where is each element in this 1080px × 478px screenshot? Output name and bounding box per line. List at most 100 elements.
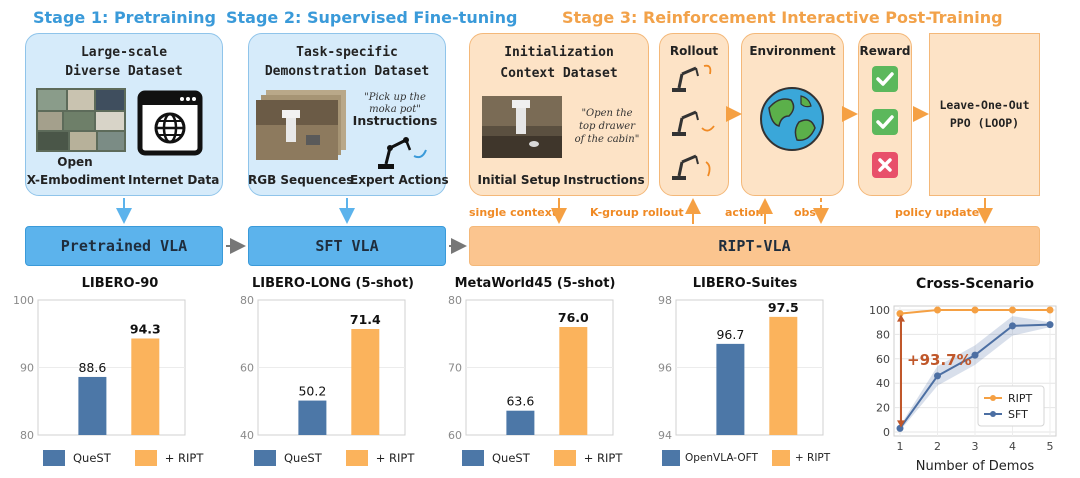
y-tick-label: 60 <box>448 429 462 440</box>
legend-swatch <box>134 450 157 466</box>
y-tick-label: 100 <box>13 294 34 307</box>
data-label: 88.6 <box>78 360 106 375</box>
stage2-quote-line2: moka pot" <box>369 104 421 115</box>
point-sft <box>971 351 979 359</box>
y-tick-label: 60 <box>876 353 890 366</box>
chart4-title: LIBERO-Suites <box>692 276 798 291</box>
loop-line2: PPO (LOOP) <box>949 116 1020 130</box>
environment-title: Environment <box>749 44 836 58</box>
legend-swatch <box>43 450 65 466</box>
stage3-cap-right: Instructions <box>563 173 645 187</box>
x-axis-label: Number of Demos <box>916 459 1035 474</box>
stage2-cap-right: Expert Actions <box>350 173 449 187</box>
check-icon <box>872 66 898 92</box>
legend-label: + RIPT <box>164 451 204 465</box>
legend-marker <box>990 395 996 401</box>
reward-title: Reward <box>859 44 911 58</box>
chart1-legend: QueST + RIPT <box>43 450 203 466</box>
x-tick-label: 5 <box>1047 440 1054 453</box>
y-tick-label: 100 <box>869 304 890 317</box>
x-tick-label: 2 <box>934 440 941 453</box>
ript-vla-box: RIPT-VLA <box>469 226 1040 266</box>
stage2-title-line1: Task-specific <box>296 45 398 60</box>
stage1-title-line1: Large-scale <box>80 45 168 60</box>
legend-swatch <box>345 450 368 466</box>
y-tick-label: 60 <box>240 362 254 375</box>
point-ript <box>934 306 941 314</box>
annotation-arrowhead-top <box>897 314 905 322</box>
data-label: 97.5 <box>768 300 799 315</box>
point-ript <box>1009 306 1016 314</box>
data-label: 50.2 <box>298 384 326 399</box>
stage2-title-line2: Demonstration Dataset <box>264 64 430 79</box>
check-icon <box>872 109 898 135</box>
legend-swatch <box>771 450 790 466</box>
cross-icon <box>872 152 898 178</box>
label-single-context: single context <box>469 206 558 219</box>
point-sft <box>934 372 941 380</box>
open-x-embodiment-image <box>36 88 126 152</box>
bar-ript <box>351 329 380 435</box>
label-k-group: K-group rollout <box>590 206 684 219</box>
stage1-cap-left-line1: Open <box>57 155 93 169</box>
legend-swatch <box>553 450 576 466</box>
bar-ript <box>559 327 588 435</box>
rollout-panel <box>659 33 729 196</box>
x-tick-label: 1 <box>897 440 904 453</box>
x-tick-label: 3 <box>972 440 979 453</box>
sft-confidence-band <box>900 316 1050 431</box>
legend-label: + RIPT <box>583 451 623 465</box>
y-tick-label: 70 <box>448 362 462 375</box>
legend-label: + RIPT <box>375 451 415 465</box>
y-tick-label: 80 <box>448 294 462 307</box>
legend-label: SFT <box>1008 408 1028 421</box>
stage2-instructions: Instructions <box>352 113 438 128</box>
chart2-title: LIBERO-LONG (5-shot) <box>251 276 415 291</box>
initial-setup-image <box>482 96 562 158</box>
legend-swatch <box>254 450 276 466</box>
stage3-cap-left: Initial Setup <box>477 173 561 187</box>
point-ript <box>1046 306 1054 314</box>
data-label: 96.7 <box>716 327 744 342</box>
stage3-quote-line2: top drawer <box>578 121 636 132</box>
y-tick-label: 40 <box>240 429 254 440</box>
stage1-title-line2: Diverse Dataset <box>65 64 183 79</box>
legend-label: RIPT <box>1008 392 1033 405</box>
chart5-title: Cross-Scenario <box>916 276 1034 292</box>
browser-globe-icon <box>137 90 203 156</box>
stage3-quote-line1: "Open the <box>581 108 633 119</box>
point-ript <box>896 310 904 318</box>
point-sft <box>1046 321 1054 329</box>
point-sft <box>1009 322 1016 330</box>
earth-globe-icon <box>760 87 824 151</box>
point-ript <box>971 306 979 314</box>
rollout-title: Rollout <box>669 44 719 58</box>
bar-ript <box>769 316 798 435</box>
legend-label: QueST <box>284 451 322 465</box>
stage1-cap-right: Internet Data <box>128 173 220 187</box>
data-label: 94.3 <box>130 321 161 336</box>
x-tick-label: 4 <box>1009 440 1016 453</box>
y-tick-label: 90 <box>20 362 34 375</box>
loop-line1: Leave-One-Out <box>939 98 1030 112</box>
bar-baseline <box>78 376 107 435</box>
data-label: 76.0 <box>558 310 589 325</box>
bar-ript <box>131 338 160 435</box>
stage2-quote-line1: "Pick up the <box>364 92 426 103</box>
legend-label: OpenVLA-OFT <box>685 452 758 464</box>
chart3-legend: QueST + RIPT <box>462 450 622 466</box>
init-line2: Context Dataset <box>500 66 618 81</box>
legend-swatch <box>662 450 680 466</box>
bar-baseline <box>506 410 535 435</box>
data-label: 71.4 <box>350 312 381 327</box>
stage1-cap-left-line2: X-Embodiment <box>26 173 126 187</box>
y-tick-label: 80 <box>240 294 254 307</box>
rollout-robot-icons <box>672 64 715 180</box>
stage3-quote-line3: of the cabin" <box>574 134 640 145</box>
y-tick-label: 20 <box>876 402 890 415</box>
label-obs: obs <box>794 206 816 219</box>
chart4-legend: OpenVLA-OFT + RIPT <box>662 450 830 466</box>
